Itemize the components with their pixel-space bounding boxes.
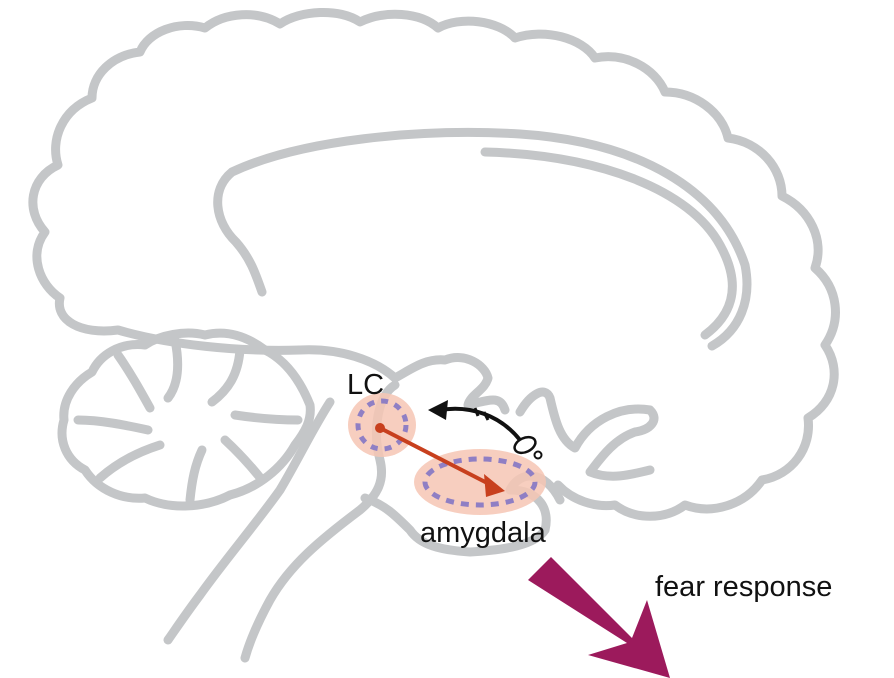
projection-origin-dot — [375, 423, 385, 433]
fear-response-arrow — [528, 557, 670, 678]
cerebrum-outline — [33, 12, 836, 516]
cerebellum-fold-5 — [100, 445, 160, 478]
brainstem-back — [168, 402, 330, 640]
cerebellum-fold-4 — [78, 420, 148, 430]
hypothalamus-contour — [520, 392, 654, 476]
cerebellum-fold-3 — [118, 355, 150, 408]
corpus-callosum-inner — [485, 152, 732, 335]
stimulus-arrow — [440, 409, 520, 440]
stimulus-arrowhead — [428, 400, 448, 420]
cerebellum-fold-7 — [225, 440, 262, 480]
fear-response-label: fear response — [655, 573, 832, 602]
amygdala-label: amygdala — [420, 519, 546, 548]
cerebellum-fold-8 — [235, 415, 298, 420]
lc-label: LC — [347, 371, 384, 400]
corpus-callosum-outer — [218, 133, 747, 346]
cerebellum-fold-6 — [190, 450, 202, 500]
cerebellum-fold-1 — [212, 350, 240, 402]
cerebellum-fold-2 — [168, 340, 178, 398]
